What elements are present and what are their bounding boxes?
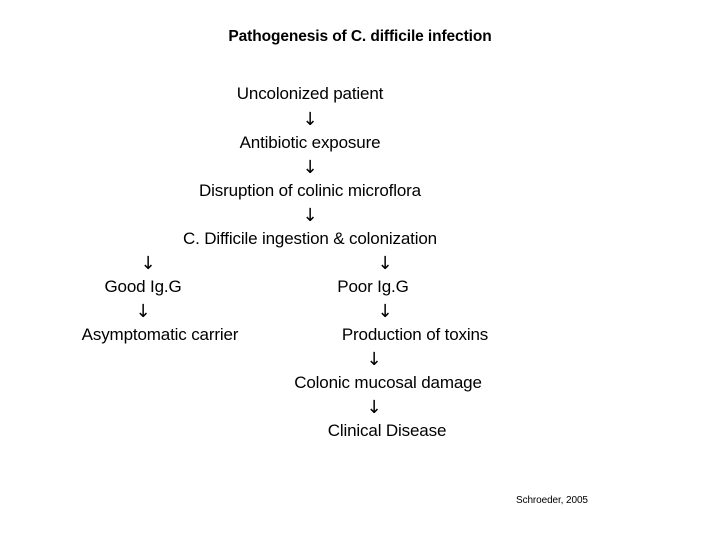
down-arrow-icon-right-branch: ↓ [377,253,393,274]
flow-node-uncolonized-patient: Uncolonized patient [236,84,384,103]
down-arrow-icon: ↓ [135,301,151,322]
flow-node-clinical-disease: Clinical Disease [327,421,447,440]
down-arrow-icon: ↓ [302,109,318,130]
down-arrow-icon: ↓ [366,397,382,418]
flow-node-disruption-of-colinic-microflora: Disruption of colinic microflora [199,181,421,200]
down-arrow-icon-left-branch: ↓ [140,253,156,274]
flow-node-colonic-mucosal-damage: Colonic mucosal damage [294,373,482,392]
flow-node-poor-igg: Poor Ig.G [337,277,409,296]
flow-node-good-igg: Good Ig.G [104,277,182,296]
citation-text: Schroeder, 2005 [516,495,588,506]
down-arrow-icon: ↓ [302,205,318,226]
down-arrow-icon: ↓ [377,301,393,322]
down-arrow-icon: ↓ [366,349,382,370]
page-title: Pathogenesis of C. difficile infection [228,28,492,45]
flow-node-c-difficile-ingestion-and-colonization: C. Difficile ingestion & colonization [183,229,437,248]
flow-node-production-of-toxins: Production of toxins [341,325,489,344]
flow-node-antibiotic-exposure: Antibiotic exposure [239,133,381,152]
down-arrow-icon: ↓ [302,157,318,178]
flow-node-asymptomatic-carrier: Asymptomatic carrier [81,325,239,344]
